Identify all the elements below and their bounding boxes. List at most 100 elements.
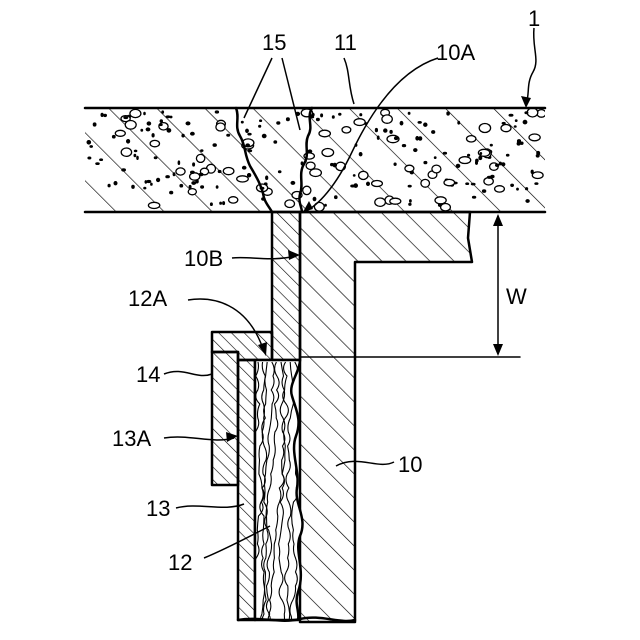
label-12: 12 — [168, 550, 192, 575]
aggregate-dot — [482, 190, 486, 193]
aggregate-dot — [242, 166, 246, 169]
aggregate-dot — [444, 179, 455, 185]
aggregate-dot — [423, 123, 427, 127]
aggregate-dot — [144, 112, 146, 115]
aggregate-dot — [499, 162, 502, 165]
aggregate-dot — [467, 154, 470, 156]
aggregate-dot — [178, 161, 180, 165]
aggregate-dot — [156, 178, 160, 182]
aggregate-dot — [525, 187, 528, 190]
aggregate-dot — [126, 139, 130, 143]
aggregate-dot — [394, 163, 397, 166]
aggregate-dot — [390, 198, 401, 204]
label-10b: 10B — [184, 246, 223, 271]
aggregate-dot — [93, 123, 96, 127]
aggregate-dot — [125, 121, 136, 130]
aggregate-dot — [291, 181, 295, 184]
aggregate-dot — [259, 120, 262, 122]
aggregate-dot — [180, 184, 183, 187]
aggregate-dot — [248, 150, 252, 152]
aggregate-dot — [479, 124, 490, 133]
aggregate-dot — [510, 184, 513, 187]
aggregate-dot — [190, 173, 200, 180]
aggregate-dot — [353, 174, 355, 176]
aggregate-dot — [517, 142, 520, 145]
aggregate-dot — [310, 169, 322, 177]
aggregate-dot — [501, 125, 511, 132]
aggregate-dot — [265, 176, 268, 180]
label-10a: 10A — [436, 40, 475, 65]
aggregate-dot — [308, 150, 312, 153]
aggregate-dot — [531, 170, 534, 174]
aggregate-dot — [471, 183, 475, 185]
aggregate-dot — [166, 175, 170, 178]
aggregate-dot — [220, 202, 222, 205]
aggregate-dot — [402, 144, 406, 147]
aggregate-dot — [306, 162, 315, 169]
label-15: 15 — [262, 30, 286, 55]
aggregate-dot — [408, 185, 412, 187]
aggregate-dot — [241, 121, 243, 123]
aggregate-dot — [196, 154, 204, 162]
aggregate-dot — [196, 180, 199, 184]
aggregate-dot — [190, 132, 194, 135]
aggregate-dot — [354, 119, 365, 126]
aggregate-dot — [274, 141, 277, 144]
aggregate-dot — [88, 157, 91, 159]
aggregate-dot — [200, 186, 203, 189]
aggregate-dot — [332, 116, 334, 119]
label-14: 14 — [136, 362, 160, 387]
aggregate-dot — [338, 113, 341, 115]
aggregate-dot — [480, 152, 482, 154]
aggregate-dot — [90, 145, 93, 147]
aggregate-dot — [262, 134, 266, 138]
aggregate-dot — [223, 168, 234, 175]
aggregate-dot — [137, 156, 139, 160]
aggregate-dot — [342, 127, 351, 133]
sheet-13 — [238, 360, 255, 620]
aggregate-dot — [487, 176, 491, 179]
aggregate-dot — [147, 180, 151, 183]
aggregate-dot — [472, 196, 476, 198]
aggregate-dot — [101, 113, 104, 117]
aggregate-dot — [475, 161, 477, 165]
aggregate-dot — [409, 199, 411, 202]
aggregate-dot — [169, 191, 173, 194]
aggregate-dot — [159, 124, 163, 126]
aggregate-dot — [319, 130, 330, 137]
aggregate-dot — [162, 111, 164, 114]
aggregate-dot — [527, 108, 538, 117]
aggregate-dot — [150, 140, 159, 146]
aggregate-dot — [188, 189, 196, 195]
aggregate-dot — [316, 118, 319, 121]
aggregate-dot — [502, 122, 506, 124]
aggregate-dot — [313, 197, 316, 201]
aggregate-dot — [390, 130, 393, 133]
aggregate-dot — [216, 123, 225, 131]
aggregate-dot — [458, 121, 460, 124]
aggregate-dot — [150, 183, 152, 186]
aggregate-dot — [96, 163, 100, 165]
aggregate-dot — [170, 116, 172, 118]
aggregate-dot — [383, 129, 387, 133]
aggregate-dot — [366, 182, 369, 186]
aggregate-dot — [441, 204, 451, 211]
aggregate-dot — [277, 122, 281, 125]
aggregate-dot — [173, 173, 175, 176]
aggregate-dot — [432, 165, 441, 173]
aggregate-dot — [160, 120, 163, 123]
aggregate-dot — [248, 133, 252, 135]
aggregate-dot — [515, 120, 517, 122]
aggregate-dot — [147, 122, 151, 126]
aggregate-dot — [377, 136, 379, 140]
aggregate-dot — [114, 181, 117, 185]
aggregate-dot — [490, 144, 493, 146]
aggregate-dot — [456, 164, 460, 168]
aggregate-dot — [285, 200, 295, 208]
aggregate-dot — [359, 171, 368, 179]
aggregate-dot — [443, 152, 447, 154]
aggregate-dot — [502, 163, 506, 167]
aggregate-dot — [87, 140, 91, 144]
aggregate-dot — [359, 152, 362, 156]
